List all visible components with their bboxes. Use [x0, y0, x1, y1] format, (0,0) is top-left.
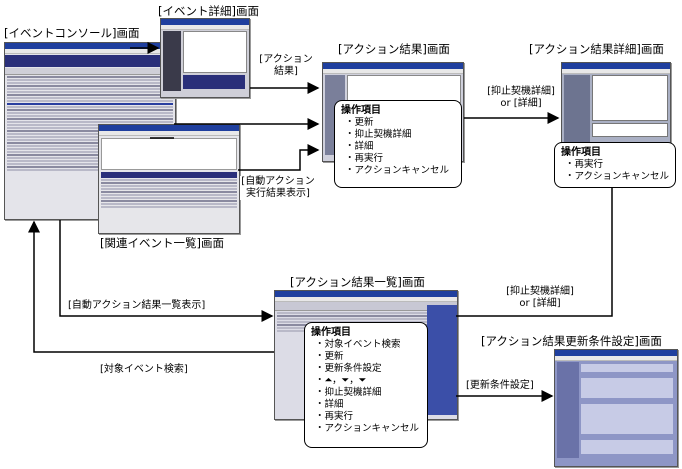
update-condition-screenshot	[554, 349, 678, 467]
op-item: ・詳細	[315, 399, 344, 410]
label-line: [抑止契機詳細]	[506, 286, 574, 297]
op-item: ・更新条件設定	[315, 363, 382, 374]
event-detail-title: [イベント詳細]画面	[158, 4, 259, 18]
update-condition-title: [アクション結果更新条件設定]画面	[481, 334, 662, 348]
action-result-detail-title: [アクション結果詳細]画面	[529, 42, 664, 56]
label-auto-action: [自動アクション 実行結果表示]	[240, 176, 316, 200]
action-result-detail-operations: 操作項目 ・再実行 ・アクションキャンセル	[554, 142, 676, 188]
op-item: ・再実行	[345, 153, 384, 164]
op-item: ・抑止契機詳細	[315, 387, 382, 398]
action-result-operations: 操作項目 ・更新 ・抑止契機詳細 ・詳細 ・再実行 ・アクションキャンセル	[334, 100, 462, 188]
action-result-list-title: [アクション結果一覧]画面	[290, 275, 425, 289]
related-events-screenshot	[98, 124, 240, 234]
action-result-operations-title: 操作項目	[341, 105, 381, 116]
action-result-list-operations-title: 操作項目	[311, 327, 351, 338]
op-item: ・アクションキャンセル	[315, 423, 420, 434]
op-item: ・再実行	[315, 411, 354, 422]
op-item: ・アクションキャンセル	[345, 165, 450, 176]
op-item: ・アクションキャンセル	[565, 171, 670, 182]
event-detail-screenshot	[160, 18, 250, 98]
label-suppress-detail-bottom: [抑止契機詳細] or [詳細]	[494, 286, 586, 310]
arrow-list-to-detail	[456, 154, 618, 317]
label-line: or [詳細]	[519, 298, 561, 309]
op-item: ・再実行	[565, 159, 604, 170]
label-line: 結果]	[274, 66, 298, 77]
op-item: ・更新	[315, 351, 344, 362]
label-line: [アクション	[259, 54, 313, 65]
op-item: ・更新	[345, 117, 374, 128]
op-item: ・抑止契機詳細	[345, 129, 412, 140]
label-auto-action-list: [自動アクション結果一覧表示]	[68, 300, 206, 311]
label-target-event-search: [対象イベント検索]	[100, 364, 188, 375]
event-console-screenshot	[4, 42, 176, 220]
label-line: or [詳細]	[500, 98, 542, 109]
op-item: ・対象イベント検索	[315, 339, 401, 350]
label-suppress-detail-top: [抑止契機詳細] or [詳細]	[476, 86, 566, 110]
label-line: 実行結果表示]	[246, 188, 310, 199]
action-result-list-operations: 操作項目 ・対象イベント検索 ・更新 ・更新条件設定 ・⏶，⏷，⏷ ・抑止契機詳…	[304, 322, 428, 448]
action-result-detail-operations-title: 操作項目	[561, 147, 601, 158]
action-result-detail-screenshot	[561, 62, 671, 154]
arrow-related-to-action-result	[238, 144, 320, 171]
label-line: [抑止契機詳細]	[487, 86, 555, 97]
action-result-title: [アクション結果]画面	[338, 42, 450, 56]
op-item: ・⏶，⏷，⏷	[315, 375, 367, 386]
arrow-list-to-console	[28, 220, 274, 353]
label-line: [自動アクション	[241, 176, 315, 187]
arrow-console-to-list	[59, 220, 274, 322]
label-update-condition: [更新条件設定]	[466, 380, 534, 391]
related-events-title: [関連イベント一覧]画面	[100, 236, 224, 250]
event-console-title: [イベントコンソール]画面	[4, 26, 140, 40]
op-item: ・詳細	[345, 141, 374, 152]
label-action-result: [アクション 結果]	[256, 54, 316, 78]
